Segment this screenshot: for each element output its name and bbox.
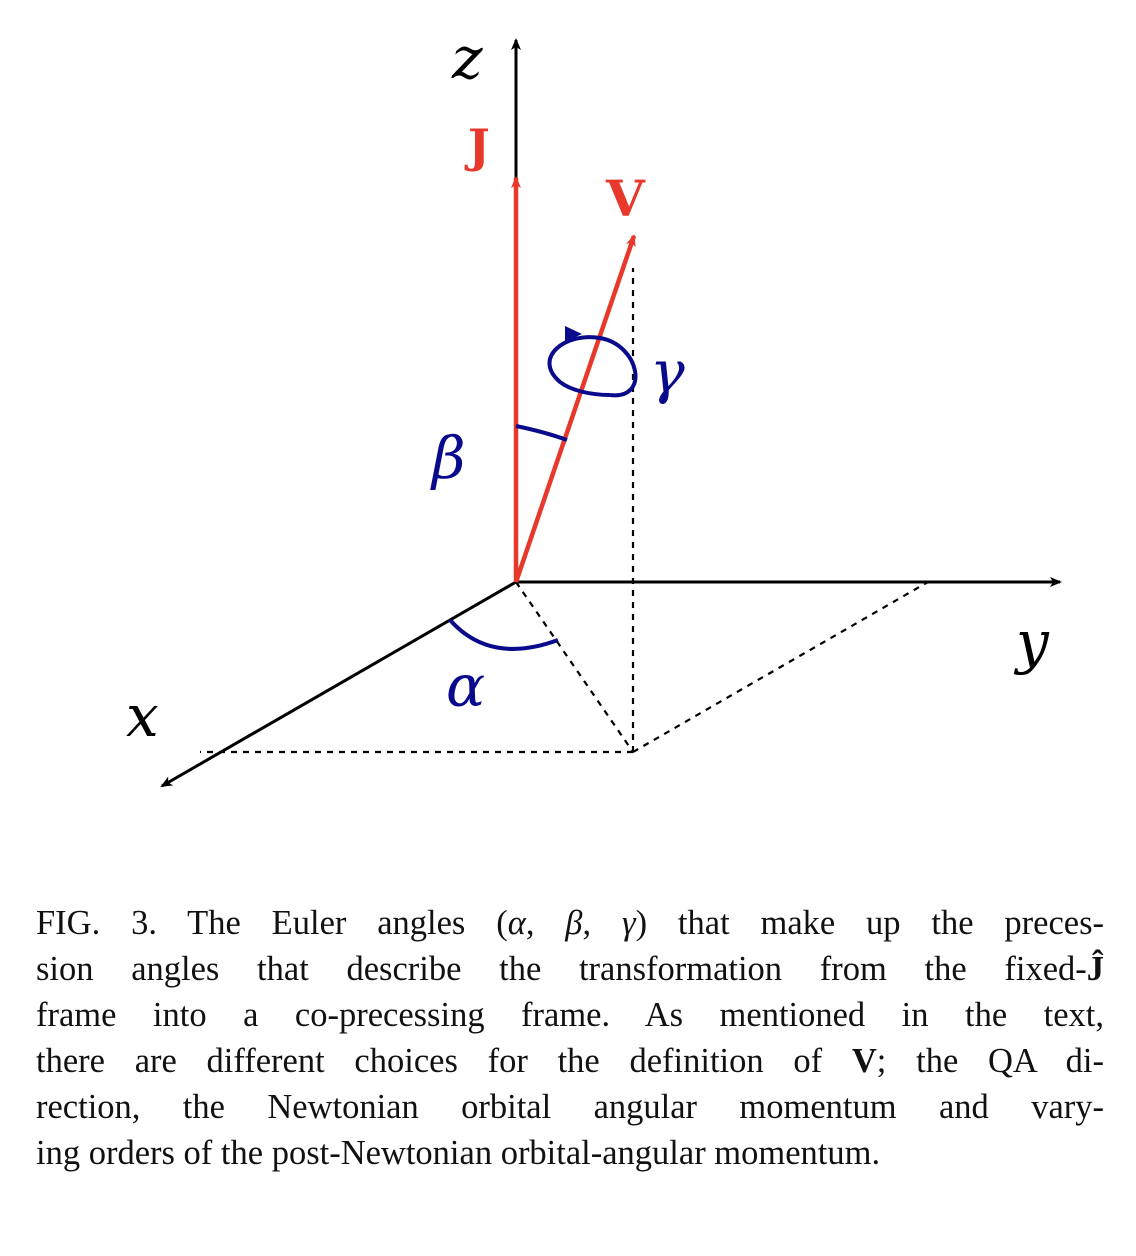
caption-text: FIG. 3. The Euler angles ( [36,904,508,942]
coordinate-axes [160,38,1062,788]
caption-bold-symbol: V [851,1042,877,1080]
euler-angles-diagram: z y x J V α β γ [126,24,1062,788]
gamma-arrowhead-icon [565,326,582,342]
alpha-arc [448,618,559,651]
caption-text: , [525,904,566,942]
projection-lines [200,268,929,754]
gamma-rotation-ellipse [547,335,638,398]
projection-origin-to-base [515,581,634,753]
caption-math: α [507,904,526,942]
projection-base-to-y [632,581,929,753]
caption-line: rection, the Newtonian orbital angular m… [36,1084,1104,1130]
caption-text: frame into a co-precessing frame. As men… [36,996,1104,1034]
figure-caption: FIG. 3. The Euler angles (α, β, γ) that … [36,900,1104,1176]
j-vector-label: J [464,119,490,173]
v-vector [513,234,637,583]
caption-bold-symbol: Ĵ [1086,950,1104,988]
caption-text: sion angles that describe the transforma… [36,950,1087,988]
caption-line: sion angles that describe the transforma… [36,946,1104,992]
caption-text: rection, the Newtonian orbital angular m… [36,1088,1104,1126]
caption-line: there are different choices for the defi… [36,1038,1104,1084]
caption-line: FIG. 3. The Euler angles (α, β, γ) that … [36,900,1104,946]
beta-label: β [430,424,466,492]
caption-math: γ [621,904,636,942]
angle-markers [448,326,638,651]
vectors [511,176,637,583]
caption-text: ing orders of the post-Newtonian orbital… [36,1134,881,1172]
caption-text: there are different choices for the defi… [36,1042,852,1080]
caption-line: ing orders of the post-Newtonian orbital… [36,1130,1104,1176]
gamma-label: γ [650,338,685,406]
caption-text: , [582,904,622,942]
beta-arc [515,424,568,442]
caption-text: ; the QA di- [876,1042,1104,1080]
v-vector-label: V [605,169,646,228]
alpha-label: α [446,652,485,720]
y-axis-label: y [1013,608,1050,676]
x-axis-label: x [126,682,159,750]
z-axis-label: z [451,24,483,92]
x-axis [160,580,517,788]
caption-text: ) that make up the preces- [635,904,1105,942]
caption-line: frame into a co-precessing frame. As men… [36,992,1104,1038]
caption-math: β [565,904,583,942]
